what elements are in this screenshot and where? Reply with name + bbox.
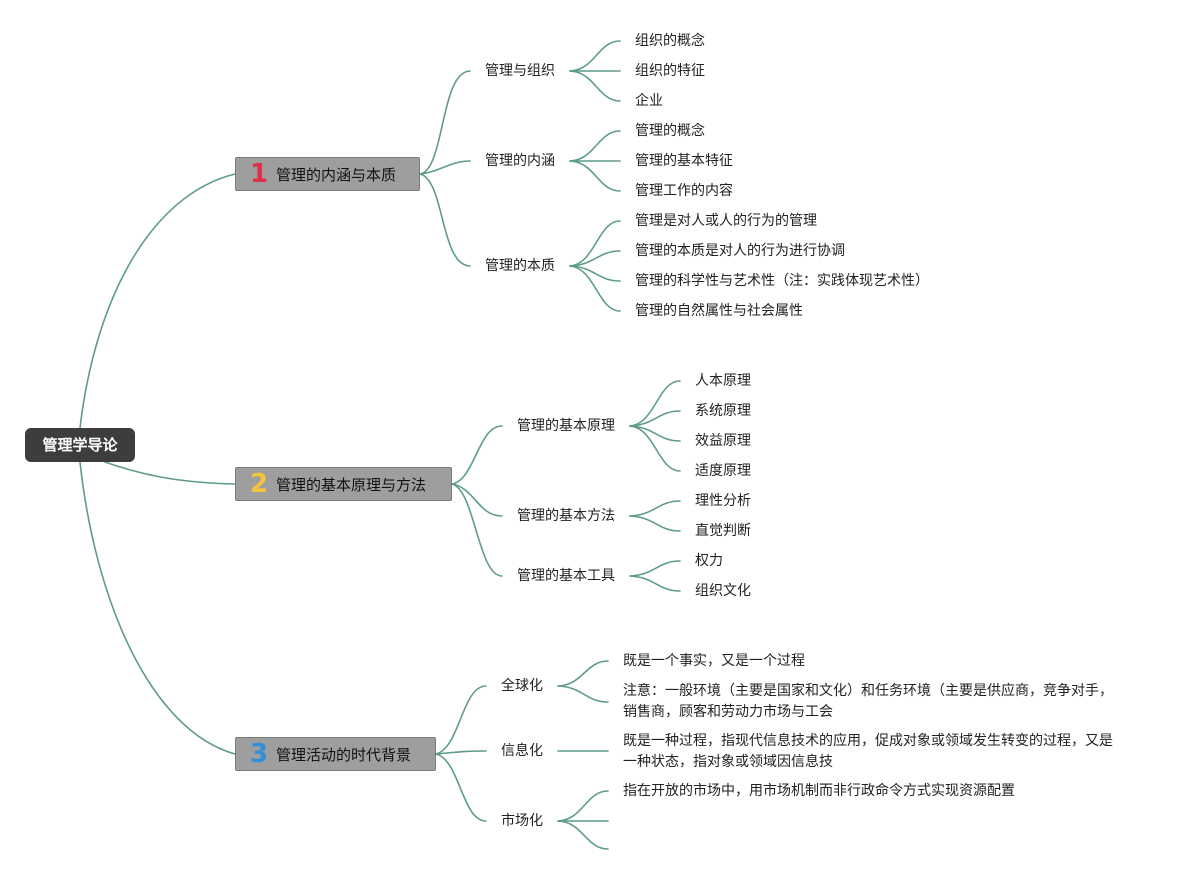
leaf-node[interactable]: 适度原理 bbox=[695, 463, 751, 479]
link-topic1-sub1 bbox=[419, 70, 471, 175]
link-sub-leaf bbox=[569, 160, 621, 192]
subtopic-node[interactable]: 管理与组织 bbox=[485, 63, 555, 79]
link-sub-leaf bbox=[629, 410, 681, 427]
topic-node-1[interactable]: 1 管理的内涵与本质 bbox=[235, 157, 420, 191]
subtopic-node[interactable]: 管理的基本原理 bbox=[517, 418, 615, 434]
leaf-node[interactable]: 管理工作的内容 bbox=[635, 183, 733, 199]
number-badge-2: 2 bbox=[250, 469, 269, 499]
link-sub-leaf bbox=[557, 790, 609, 822]
link-root-topic3 bbox=[79, 461, 236, 755]
number-badge-3: 3 bbox=[250, 739, 269, 769]
link-sub-leaf bbox=[629, 500, 681, 517]
topic-label: 管理的基本原理与方法 bbox=[276, 475, 427, 494]
link-sub-leaf bbox=[569, 40, 621, 72]
leaf-node[interactable]: 管理的本质是对人的行为进行协调 bbox=[635, 243, 845, 259]
link-topic3-sub2 bbox=[435, 750, 487, 755]
leaf-node[interactable]: 权力 bbox=[695, 553, 723, 569]
number-badge-1: 1 bbox=[250, 159, 269, 189]
leaf-node[interactable]: 企业 bbox=[635, 93, 663, 109]
link-sub-leaf bbox=[629, 425, 681, 472]
leaf-node[interactable]: 注意：一般环境（主要是国家和文化）和任务环境（主要是供应商，竞争对手，销售商，顾… bbox=[623, 683, 1113, 720]
link-sub-leaf bbox=[629, 575, 681, 592]
subtopic-node[interactable]: 信息化 bbox=[501, 743, 543, 759]
leaf-node[interactable]: 指在开放的市场中，用市场机制而非行政命令方式实现资源配置 bbox=[623, 783, 1015, 799]
leaf-node[interactable]: 管理是对人或人的行为的管理 bbox=[635, 213, 817, 229]
leaf-node[interactable]: 既是一个事实，又是一个过程 bbox=[623, 653, 805, 669]
topic-label: 管理的内涵与本质 bbox=[276, 165, 397, 184]
link-topic1-sub3 bbox=[419, 173, 471, 267]
subtopic-node[interactable]: 全球化 bbox=[501, 678, 543, 694]
link-sub-leaf bbox=[629, 380, 681, 427]
leaf-node[interactable]: 组织文化 bbox=[695, 583, 751, 599]
link-root-topic2 bbox=[104, 461, 236, 485]
link-sub-leaf bbox=[629, 560, 681, 577]
topic-node-2[interactable]: 2 管理的基本原理与方法 bbox=[235, 467, 452, 501]
link-topic3-sub3 bbox=[435, 753, 487, 822]
leaf-node[interactable]: 管理的基本特征 bbox=[635, 153, 733, 169]
link-root-topic1 bbox=[79, 173, 236, 429]
link-topic2-sub2 bbox=[451, 483, 503, 517]
subtopic-node[interactable]: 市场化 bbox=[501, 813, 543, 829]
link-sub-leaf bbox=[569, 265, 621, 312]
topic-label: 管理活动的时代背景 bbox=[276, 745, 412, 764]
leaf-node[interactable]: 系统原理 bbox=[695, 403, 751, 419]
link-sub-leaf bbox=[569, 220, 621, 267]
link-topic2-sub3 bbox=[451, 483, 503, 577]
leaf-node[interactable]: 管理的概念 bbox=[635, 123, 705, 139]
root-node[interactable]: 管理学导论 bbox=[25, 428, 135, 462]
link-sub-leaf bbox=[629, 515, 681, 532]
subtopic-node[interactable]: 管理的基本方法 bbox=[517, 508, 615, 524]
leaf-node[interactable]: 效益原理 bbox=[695, 433, 751, 449]
link-topic3-sub1 bbox=[435, 685, 487, 755]
topic-node-3[interactable]: 3 管理活动的时代背景 bbox=[235, 737, 436, 771]
leaf-node[interactable]: 既是一种过程，指现代信息技术的应用，促成对象或领域发生转变的过程，又是一种状态，… bbox=[623, 733, 1113, 770]
link-sub-leaf bbox=[569, 250, 621, 267]
link-topic1-sub2 bbox=[419, 160, 471, 175]
leaf-node[interactable]: 理性分析 bbox=[695, 493, 751, 509]
subtopic-node[interactable]: 管理的本质 bbox=[485, 258, 555, 274]
leaf-node[interactable]: 管理的自然属性与社会属性 bbox=[635, 303, 803, 319]
link-sub-leaf bbox=[557, 820, 609, 850]
subtopic-node[interactable]: 管理的内涵 bbox=[485, 153, 555, 169]
leaf-node[interactable]: 管理的科学性与艺术性（注：实践体现艺术性） bbox=[635, 273, 929, 289]
subtopic-node[interactable]: 管理的基本工具 bbox=[517, 568, 615, 584]
leaf-node[interactable]: 人本原理 bbox=[695, 373, 751, 389]
link-sub-leaf bbox=[557, 685, 609, 703]
link-topic2-sub1 bbox=[451, 425, 503, 485]
leaf-node[interactable]: 组织的特征 bbox=[635, 63, 705, 79]
link-sub-leaf bbox=[569, 70, 621, 102]
link-sub-leaf bbox=[569, 130, 621, 162]
leaf-node[interactable]: 直觉判断 bbox=[695, 523, 751, 539]
leaf-node[interactable]: 组织的概念 bbox=[635, 33, 705, 49]
link-sub-leaf bbox=[557, 660, 609, 687]
